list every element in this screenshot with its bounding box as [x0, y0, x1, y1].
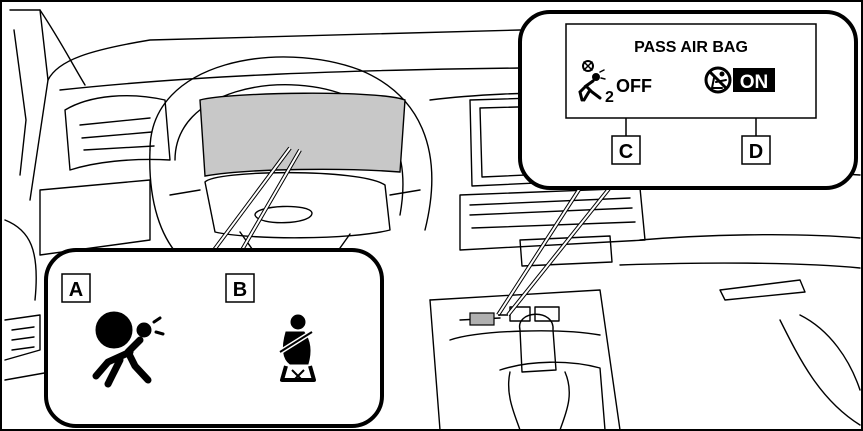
- off-text: OFF: [616, 76, 652, 96]
- passenger-airbag-indicator: [470, 313, 494, 325]
- callout-warning-lights: [46, 250, 382, 426]
- label-d: D: [749, 141, 763, 163]
- off-subscript: 2: [605, 89, 614, 106]
- label-c: C: [619, 141, 633, 163]
- label-a: A: [69, 279, 83, 301]
- on-text: ON: [740, 72, 769, 93]
- label-b: B: [233, 279, 247, 301]
- instrument-cluster-display: [200, 93, 405, 176]
- pass-air-bag-title: PASS AIR BAG: [634, 39, 748, 56]
